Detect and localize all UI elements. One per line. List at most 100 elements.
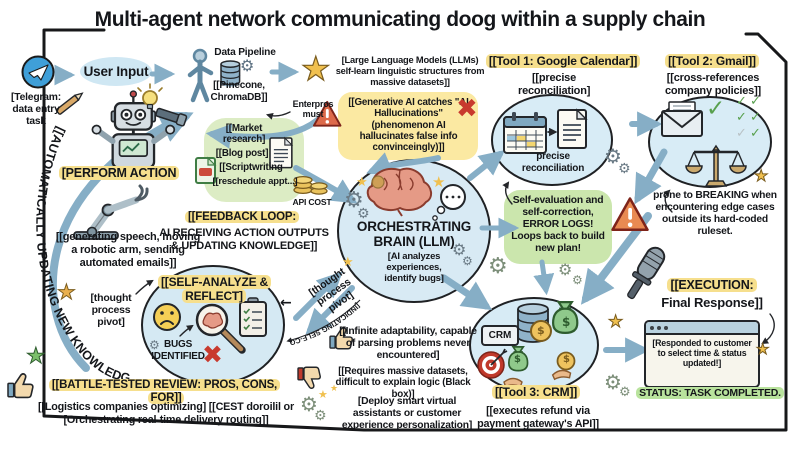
dollar-sign: $ bbox=[514, 354, 521, 365]
hallucination-text: [[Generative AI catches "AI Hallucinatio… bbox=[348, 97, 469, 154]
thought-pivot-left: [thought process pivot] bbox=[90, 292, 132, 329]
tool1-inner: precise reconciliation bbox=[521, 151, 585, 174]
envelope-icon bbox=[661, 101, 703, 137]
browser-response-text: [Responded to customer to select time & … bbox=[652, 338, 752, 369]
check-icon: ✓ bbox=[706, 96, 726, 122]
star-icon: ★ bbox=[342, 255, 354, 270]
check-icon: ✓ bbox=[736, 126, 747, 141]
dollar-sign: $ bbox=[563, 354, 570, 365]
self-eval-text: Self-evaluation and self-correction, ERR… bbox=[511, 195, 605, 254]
microphone-icon bbox=[627, 246, 666, 300]
browser-titlebar bbox=[646, 322, 758, 335]
llm-note: [Large Language Models (LLMs) self-learn… bbox=[335, 55, 485, 87]
feedback-label-text: [[FEEDBACK LOOP: bbox=[185, 211, 299, 223]
deploy-note: [Deploy smart virtual assistants or cust… bbox=[341, 396, 473, 431]
execution-label-text: [[EXECUTION: bbox=[667, 278, 757, 292]
brain-sub: [AI analyzes experiences, identify bugs] bbox=[384, 251, 444, 285]
hand-icon-right bbox=[551, 369, 572, 381]
gear-icon: ⚙ bbox=[240, 56, 255, 75]
tool1-label: [[Tool 1: Google Calendar]] bbox=[484, 54, 642, 69]
tool1-label-text: [[Tool 1: Google Calendar]] bbox=[485, 54, 641, 68]
execution-line2: Final Response]] bbox=[661, 295, 763, 310]
perform-desc: [[generating speech, moving a robotic ar… bbox=[55, 231, 201, 269]
dollar-sign: $ bbox=[562, 315, 571, 329]
browser-window: [Responded to customer to select time & … bbox=[644, 320, 760, 388]
gear-icon: ⚙ bbox=[149, 338, 160, 352]
check-icon: ✓ bbox=[750, 126, 761, 141]
brain-icon bbox=[366, 167, 432, 217]
window-dot bbox=[650, 325, 654, 330]
warning-icon-breaking bbox=[611, 197, 649, 231]
sad-face-icon bbox=[153, 303, 181, 331]
gear-icon: ⚙ bbox=[619, 385, 631, 400]
tool2-note: prone to BREAKING when encountering edge… bbox=[653, 190, 777, 237]
vector-db-label: [[Pinecone, ChromaDB]] bbox=[210, 80, 268, 103]
execution-label: [[EXECUTION: bbox=[650, 278, 774, 293]
star-icon: ★ bbox=[755, 340, 770, 358]
enterpros-note: Enterpros must bbox=[292, 99, 334, 120]
telegram-icon bbox=[21, 55, 55, 89]
cross-icon: ✖ bbox=[202, 340, 223, 369]
lightbulb-icon bbox=[137, 83, 163, 110]
tool3-label-text: [[Tool 3: CRM]] bbox=[491, 385, 581, 399]
thumbs-down-icon-con bbox=[297, 366, 321, 390]
telescope-icon bbox=[155, 107, 188, 127]
telegram-note: [Telegram: data entry task bbox=[11, 92, 61, 127]
gear-icon: ⚙ bbox=[488, 254, 508, 279]
status-text: STATUS: TASK COMPLETED. bbox=[636, 387, 784, 399]
star-icon: ★ bbox=[26, 344, 47, 369]
star-icon: ★ bbox=[753, 166, 769, 185]
pro-note: [[Infinite adaptability, capable of pars… bbox=[339, 326, 477, 361]
document-icon-tool1 bbox=[557, 108, 588, 149]
check-icon: ✓ bbox=[736, 110, 747, 125]
thought-pivot-right: [thought process pivot] bbox=[306, 265, 356, 315]
con-note: [[Requires massive datasets, difficult t… bbox=[335, 366, 471, 400]
star-icon: ★ bbox=[607, 312, 624, 332]
page-title: Multi-agent network communicating doog w… bbox=[94, 8, 706, 31]
star-icon: ★ bbox=[432, 173, 446, 191]
self-analyze-label: [[SELF-ANALYZE & REFLECT] bbox=[158, 275, 272, 304]
outputs-item1: [[Market research] bbox=[222, 123, 266, 146]
outputs-item2: [[Blog post] bbox=[215, 148, 269, 159]
star-icon: ★ bbox=[300, 49, 331, 88]
perform-action-label: [PERFORM ACTION bbox=[56, 166, 182, 181]
gear-icon: ⚙ bbox=[462, 254, 473, 268]
dollar-sign: $ bbox=[537, 324, 545, 337]
star-icon: ★ bbox=[318, 388, 328, 401]
star-icon: ★ bbox=[330, 384, 339, 394]
outputs-item4: [[reschedule appt...] bbox=[212, 175, 298, 186]
battle-desc: [[Logistics companies optimizing] [[CEST… bbox=[38, 401, 294, 426]
target-icon bbox=[477, 348, 508, 379]
thumbs-up-icon-battle bbox=[7, 373, 34, 399]
api-cost-label: API COST bbox=[292, 197, 332, 207]
check-icon: ✓ bbox=[750, 94, 761, 109]
star-icon: ★ bbox=[356, 175, 368, 190]
tool3-label: [[Tool 3: CRM]] bbox=[486, 385, 586, 400]
crm-box: CRM bbox=[481, 325, 519, 346]
outputs-item3: [[Scriptwriting bbox=[219, 162, 283, 173]
tool3-desc: [[executes refund via payment gateway's … bbox=[477, 405, 599, 430]
gear-icon: ⚙ bbox=[558, 260, 573, 279]
user-input-label: User Input bbox=[83, 64, 149, 79]
scale-icon bbox=[685, 144, 747, 187]
status-label: STATUS: TASK COMPLETED. bbox=[634, 387, 786, 399]
cross-icon: ✖ bbox=[456, 94, 478, 124]
tool2-label: [[Tool 2: Gmail]] bbox=[654, 54, 770, 69]
feedback-label: [[FEEDBACK LOOP: bbox=[172, 211, 312, 224]
star-icon: ★ bbox=[57, 280, 77, 304]
tool1-sub: [[precise reconciliation] bbox=[518, 72, 591, 97]
gear-icon: ⚙ bbox=[572, 273, 583, 287]
window-dot bbox=[664, 325, 668, 330]
check-icon: ✓ bbox=[736, 94, 747, 109]
brain-title-line1: ORCHESTRATING bbox=[356, 219, 472, 234]
robot-icon bbox=[91, 90, 176, 179]
perform-action-text: [PERFORM ACTION bbox=[58, 166, 180, 180]
calendar-icon bbox=[503, 112, 547, 154]
tool2-label-text: [[Tool 2: Gmail]] bbox=[665, 54, 759, 68]
window-dot bbox=[657, 325, 661, 330]
gear-icon: ⚙ bbox=[314, 408, 327, 424]
gear-icon: ⚙ bbox=[618, 161, 631, 177]
self-analyze-label-text: [[SELF-ANALYZE & REFLECT] bbox=[158, 275, 272, 303]
gear-icon: ⚙ bbox=[357, 206, 370, 222]
